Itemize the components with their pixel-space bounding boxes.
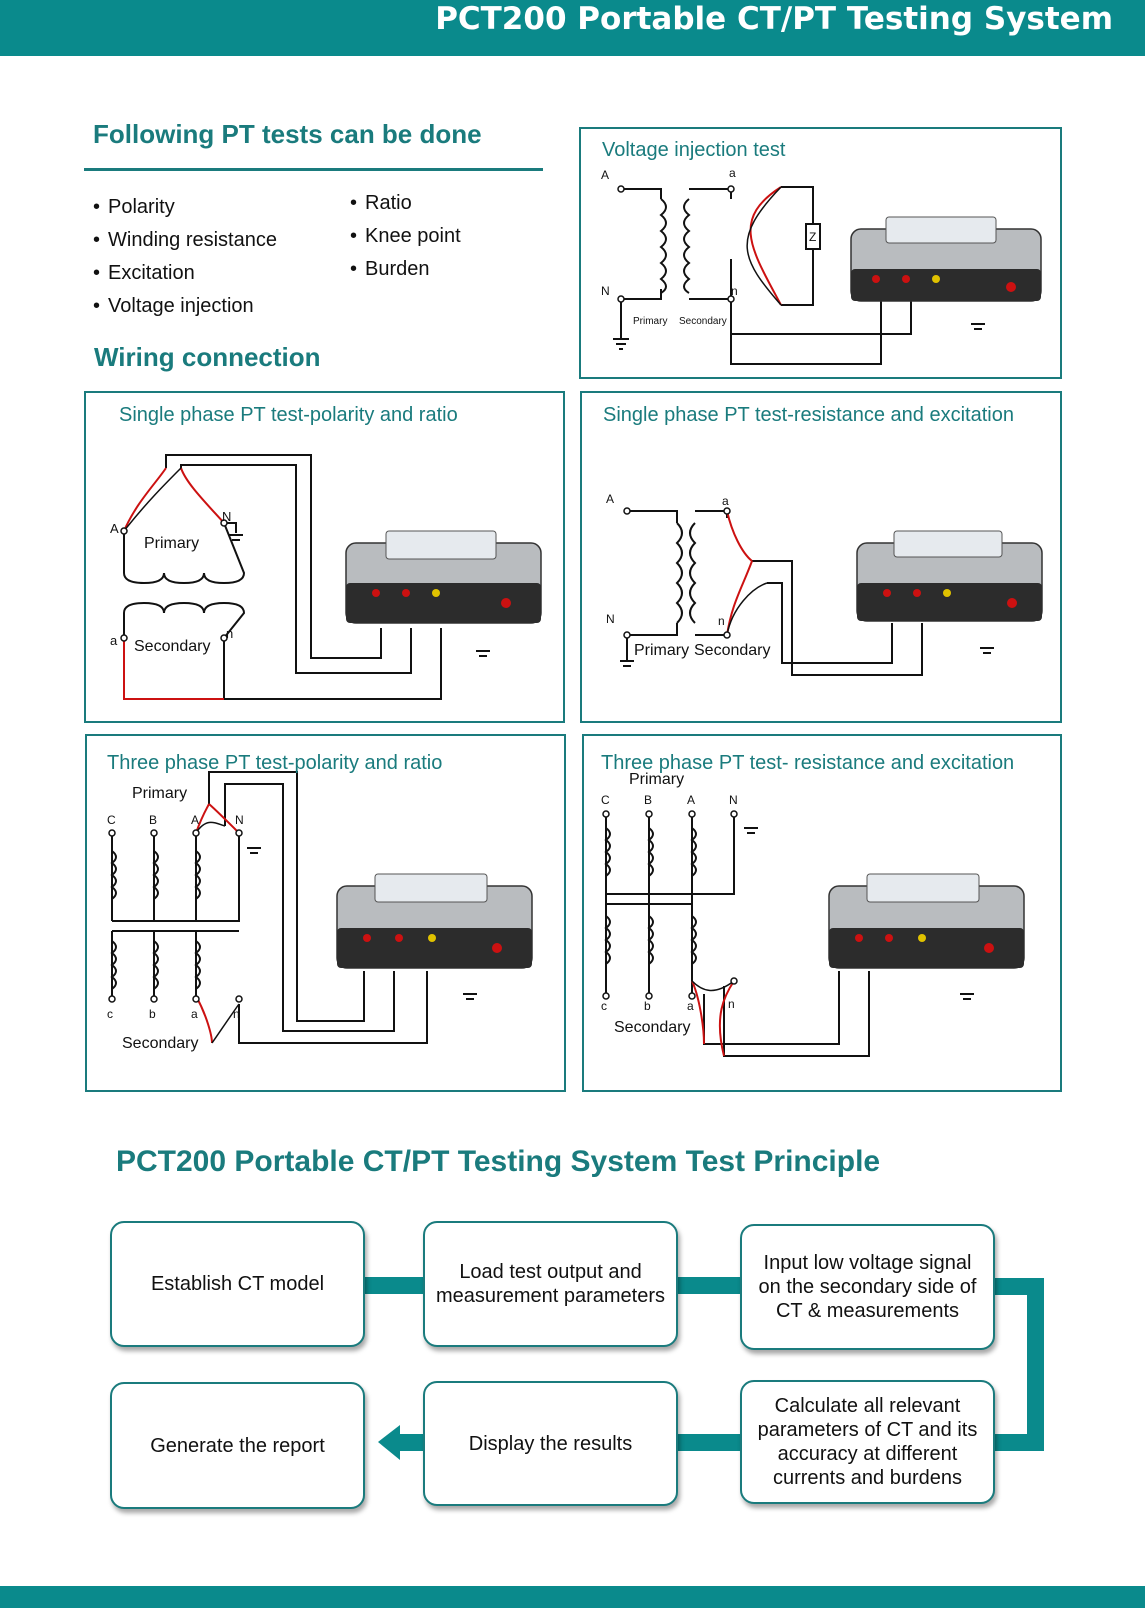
step-input-low-voltage: Input low voltage signal on the secondar… [740,1224,995,1350]
test-item: Voltage injection [93,290,277,323]
label-A: A [191,813,199,827]
label-a: a [687,999,694,1013]
flow-connector [364,1277,424,1294]
tests-heading: Following PT tests can be done [93,119,482,149]
single-phase-resistance-diagram: A a N n Primary Secondary [606,492,1043,676]
label-primary: Primary [629,771,684,788]
tester-device-icon [828,873,1025,969]
label-a: a [110,633,118,648]
label-secondary: Secondary [614,1019,691,1036]
test-item: Excitation [93,257,277,290]
step-generate-report: Generate the report [110,1382,365,1509]
panel-title: Three phase PT test- resistance and exci… [601,752,1015,774]
left-arrow-icon [378,1425,400,1460]
voltage-injection-diagram: A a N n Primary Secondary Z [601,166,1042,365]
label-secondary: Secondary [694,642,771,659]
label-A: A [110,521,119,536]
label-n: n [731,284,738,298]
label-N: N [601,284,610,298]
panel-single-phase-polarity: A N Primary a Secondary n Single phase P… [84,391,565,723]
label-n: n [226,626,233,641]
header-band: PCT200 Portable CT/PT Testing System [0,0,1145,56]
label-N: N [729,793,738,807]
ground-icon [247,847,261,854]
label-c: c [107,1007,113,1021]
label-b: b [149,1007,156,1021]
step-calculate-parameters: Calculate all relevant parameters of CT … [740,1380,995,1504]
step-load-test-output: Load test output and measurement paramet… [423,1221,678,1347]
heading-divider [84,168,543,171]
label-n: n [718,614,725,628]
tester-device-icon [345,530,542,624]
test-item: Polarity [93,191,277,224]
label-a: a [722,494,729,508]
flow-connector [676,1277,742,1294]
ground-icon [744,827,758,834]
tester-device-icon [850,216,1042,302]
three-phase-polarity-diagram: Primary C B A N c b a n Secondary [107,771,533,1052]
label-C: C [601,793,610,807]
panel-title: Three phase PT test-polarity and ratio [107,752,443,774]
step-establish-ct-model: Establish CT model [110,1221,365,1347]
label-C: C [107,813,116,827]
label-A: A [606,492,614,506]
panel-title: Single phase PT test-resistance and exci… [603,404,1014,426]
ground-icon [229,534,243,541]
label-primary: Primary [144,535,199,552]
test-item: Knee point [350,220,461,253]
test-item: Burden [350,253,461,286]
label-primary: Primary [633,316,667,327]
panel-three-phase-resistance: Primary C B A N c b a n Secondary Three … [582,734,1062,1092]
label-secondary: Secondary [122,1035,199,1052]
tester-device-icon [856,530,1043,622]
ground-icon [620,660,634,667]
label-n: n [728,997,735,1011]
label-A: A [601,168,609,182]
panel-title: Voltage injection test [602,139,786,161]
label-primary: Primary [132,785,187,802]
principle-heading: PCT200 Portable CT/PT Testing System Tes… [116,1145,881,1178]
label-B: B [644,793,652,807]
label-secondary: Secondary [679,316,727,327]
label-Z: Z [809,230,816,244]
label-n: n [233,1007,240,1021]
panel-three-phase-polarity: Primary C B A N c b a n Secondary Three … [85,734,566,1092]
tester-device-icon [336,873,533,969]
flow-connector [1027,1278,1044,1451]
panel-single-phase-resistance: A a N n Primary Secondary Single phase P… [580,391,1062,723]
panel-voltage-injection: A a N n Primary Secondary Z Voltage inje… [579,127,1062,379]
wiring-heading: Wiring connection [94,342,321,372]
label-B: B [149,813,157,827]
flow-connector [396,1434,424,1451]
single-phase-polarity-diagram: A N Primary a Secondary n [110,454,542,700]
panel-title: Single phase PT test-polarity and ratio [119,404,458,426]
three-phase-resistance-diagram: Primary C B A N c b a n Secondary [601,771,1025,1057]
label-a: a [729,166,736,180]
test-item: Ratio [350,187,461,220]
label-N: N [235,813,244,827]
label-A: A [687,793,695,807]
footer-band [0,1586,1145,1608]
tests-list-left: Polarity Winding resistance Excitation V… [93,191,277,323]
label-primary: Primary [634,642,689,659]
flow-connector [992,1434,1044,1451]
label-N: N [606,612,615,626]
label-a: a [191,1007,198,1021]
page-title: PCT200 Portable CT/PT Testing System [435,1,1113,37]
label-c: c [601,999,607,1013]
flow-connector [676,1434,742,1451]
label-b: b [644,999,651,1013]
test-item: Winding resistance [93,224,277,257]
step-display-results: Display the results [423,1381,678,1506]
ground-icon [613,338,629,350]
label-secondary: Secondary [134,638,211,655]
label-N: N [222,509,231,524]
tests-list-right: Ratio Knee point Burden [350,187,461,286]
burden-resistor-icon [805,223,821,250]
